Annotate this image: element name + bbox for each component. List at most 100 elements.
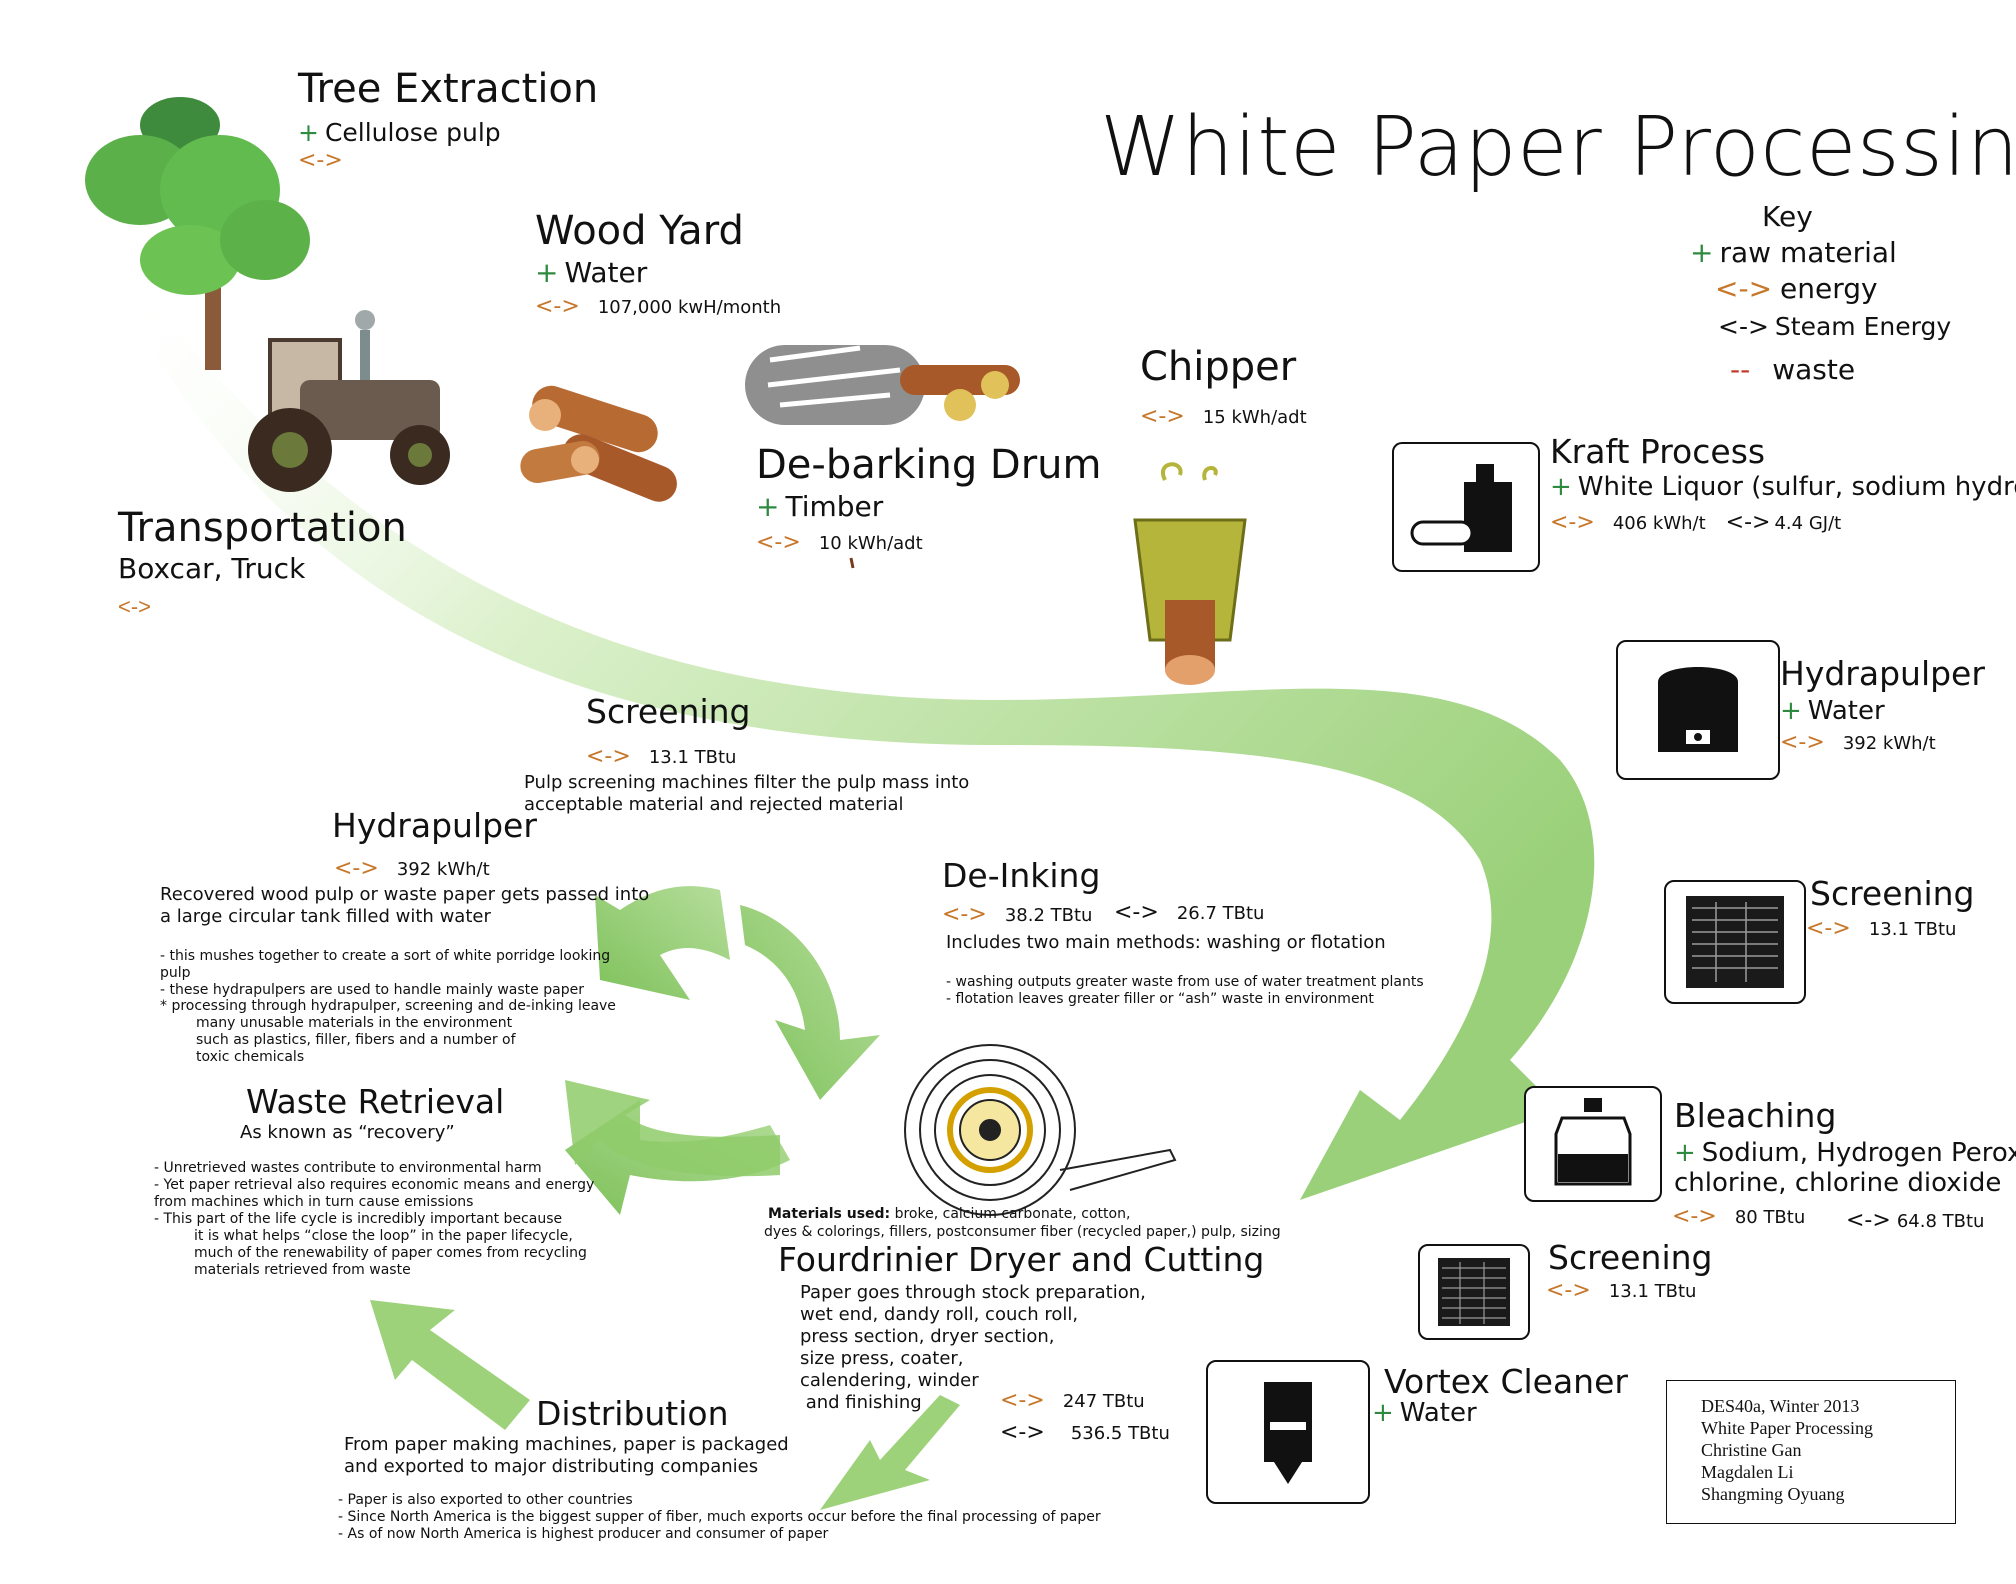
fourdrinier-energy: <->247 TBtu [1000, 1388, 1145, 1413]
deinking-desc: Includes two main methods: washing or fl… [946, 932, 1386, 953]
note: - these hydrapulpers are used to handle … [160, 982, 584, 998]
logs-illustration [520, 385, 677, 502]
chipper-energy: <->15 kWh/adt [1140, 404, 1307, 429]
transportation-energy: <-> [118, 594, 152, 619]
chipper-title: Chipper [1140, 344, 1297, 390]
legend-waste: --waste [1730, 353, 1856, 386]
screening-right1-title: Screening [1810, 874, 1975, 913]
transportation-title: Transportation [118, 505, 407, 551]
fourdrinier-materials-2: dyes & colorings, fillers, postconsumer … [764, 1224, 1281, 1240]
deinking-steam: <->26.7 TBtu [1114, 900, 1265, 925]
kraft-icon-box [1392, 442, 1540, 572]
deinking-energy: <->38.2 TBtu [942, 902, 1093, 927]
main-flow-arrow [140, 300, 1595, 1200]
legend-raw: +raw material [1690, 236, 1897, 269]
fourdrinier-title: Fourdrinier Dryer and Cutting [778, 1240, 1265, 1279]
cleaner-icon [1264, 1382, 1312, 1484]
debarking-drum-illustration [745, 345, 1020, 425]
legend-steam: <->Steam Energy [1718, 312, 1952, 341]
tractor-illustration [248, 310, 450, 492]
bleaching-title: Bleaching [1674, 1096, 1837, 1135]
hydrapulper-right-raw: +Water [1780, 696, 1885, 726]
hydrapulper-right-title: Hydrapulper [1780, 654, 1985, 693]
tank-icon [1658, 667, 1738, 752]
note: - Unretrieved wastes contribute to envir… [154, 1160, 542, 1176]
wood-yard-title: Wood Yard [535, 208, 744, 254]
hydrapulper-left-desc: Recovered wood pulp or waste paper gets … [160, 884, 650, 927]
deinking-notes: - washing outputs greater waste from use… [946, 974, 1466, 1008]
credit-line: White Paper Processing [1701, 1418, 1873, 1438]
wood-yard-energy: <->107,000 kwH/month [535, 294, 782, 319]
factory-icon [1410, 464, 1512, 552]
distribution-arrow [820, 1395, 960, 1510]
wood-yard-raw: +Water [535, 256, 648, 289]
screen-grid-icon [1438, 1258, 1510, 1326]
distribution-desc: From paper making machines, paper is pac… [344, 1434, 789, 1477]
note: - flotation leaves greater filler or “as… [946, 991, 1374, 1007]
note: much of the renewability of paper comes … [194, 1245, 587, 1261]
kraft-raw: +White Liquor (sulfur, sodium hydroxide [1550, 472, 2016, 502]
bleaching-raw-2: chlorine, chlorine dioxide [1674, 1168, 2002, 1198]
page-title: White Paper Processing [1100, 100, 2016, 195]
waste-retrieval-notes: - Unretrieved wastes contribute to envir… [154, 1160, 624, 1279]
screening-right1-energy: <->13.1 TBtu [1806, 916, 1957, 941]
kraft-energy: <->406 kWh/t<->4.4 GJ/t [1550, 510, 1842, 535]
waste-retrieval-subtitle: As known as “recovery” [240, 1122, 455, 1143]
note: from machines which in turn cause emissi… [154, 1194, 474, 1210]
note: - Since North America is the biggest sup… [338, 1509, 1101, 1525]
waste-retrieval-title: Waste Retrieval [246, 1082, 505, 1121]
tree-extraction-title: Tree Extraction [298, 66, 599, 112]
note: it is what helps “close the loop” in the… [194, 1228, 573, 1244]
hydrapulper-right-energy: <->392 kWh/t [1780, 730, 1936, 755]
fourdrinier-steam: <->536.5 TBtu [1000, 1420, 1170, 1445]
chipper-illustration [1133, 462, 1247, 685]
credit-line: DES40a, Winter 2013 [1701, 1396, 1860, 1416]
vortex-raw: +Water [1372, 1398, 1477, 1428]
kraft-title: Kraft Process [1550, 432, 1766, 471]
screen-grid-icon [1686, 896, 1784, 988]
screening-right2-title: Screening [1548, 1238, 1713, 1277]
bottle-icon [1554, 1098, 1632, 1186]
waste-arrow [370, 1300, 530, 1430]
deinking-title: De-Inking [942, 856, 1101, 895]
credits-box: DES40a, Winter 2013 White Paper Processi… [1666, 1380, 1956, 1524]
debarking-energy: <->10 kWh/adt [756, 530, 923, 555]
paper-roll-illustration [904, 1044, 1177, 1216]
bleaching-steam: <->64.8 TBtu [1846, 1208, 1985, 1233]
note: - Yet paper retrieval also requires econ… [154, 1177, 595, 1193]
hydrapulper-icon-box [1616, 640, 1780, 780]
credit-line: Magdalen Li [1701, 1462, 1794, 1482]
screening-right2-energy: <->13.1 TBtu [1546, 1278, 1697, 1303]
hydrapulper-left-title: Hydrapulper [332, 806, 537, 845]
screening-right2-icon-box [1418, 1244, 1530, 1340]
loop-arrow [565, 1080, 780, 1177]
fourdrinier-materials: Materials used: broke, calcium carbonate… [768, 1206, 1131, 1222]
tree-extraction-raw: +Cellulose pulp [298, 118, 501, 147]
fourdrinier-desc: Paper goes through stock preparation, we… [800, 1282, 1146, 1413]
bleaching-icon-box [1524, 1086, 1662, 1202]
hydrapulper-left-footnote: * processing through hydrapulper, screen… [160, 998, 616, 1065]
screening-left-energy: <->13.1 TBtu [586, 744, 737, 769]
note: - Paper is also exported to other countr… [338, 1492, 633, 1508]
hydrapulper-left-notes: - this mushes together to create a sort … [160, 948, 640, 999]
distribution-notes: - Paper is also exported to other countr… [338, 1492, 1138, 1543]
note: - As of now North America is highest pro… [338, 1526, 829, 1542]
tree-extraction-energy: <-> [298, 148, 343, 173]
credit-line: Christine Gan [1701, 1440, 1802, 1460]
screening-left-title: Screening [586, 692, 751, 731]
debarking-title: De-barking Drum [756, 442, 1102, 488]
screening-left-desc: Pulp screening machines filter the pulp … [524, 772, 970, 815]
legend-energy: <->energy [1715, 272, 1878, 305]
legend-heading: Key [1762, 200, 1813, 233]
bleaching-energy: <->80 TBtu [1672, 1204, 1806, 1229]
screening-right1-icon-box [1664, 880, 1806, 1004]
vortex-title: Vortex Cleaner [1384, 1362, 1628, 1401]
credit-line: Shangming Oyuang [1701, 1484, 1845, 1504]
transportation-subtitle: Boxcar, Truck [118, 552, 306, 585]
tree-illustration [85, 97, 310, 370]
distribution-title: Distribution [536, 1394, 729, 1433]
note: - this mushes together to create a sort … [160, 948, 611, 981]
bleaching-raw: +Sodium, Hydrogen Peroxid [1674, 1138, 2016, 1168]
note: materials retrieved from waste [194, 1262, 411, 1278]
